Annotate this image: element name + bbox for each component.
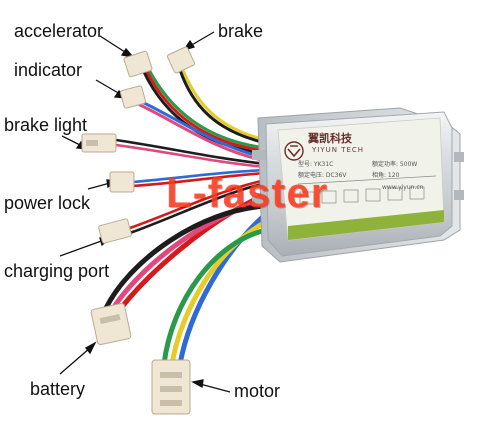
brand-name-english: YIYUN TECH	[312, 146, 365, 154]
connector-details	[86, 140, 182, 406]
phase-angle-spec: 相角: 120	[372, 172, 400, 179]
power-lock-label: power lock	[4, 193, 91, 213]
accelerator-connector	[123, 50, 153, 78]
charging-port-label: charging port	[4, 261, 110, 281]
voltage-spec: 额定电压: DC36V	[298, 172, 347, 179]
spec-diagram-lines	[297, 175, 437, 205]
wire-bundle	[103, 66, 269, 367]
motor-label: motor	[234, 381, 281, 401]
brand-logo-icon	[284, 141, 304, 161]
battery-label: battery	[30, 379, 86, 399]
power-spec: 额定功率: 500W	[372, 161, 418, 168]
website-text: www.yiyun.cn	[382, 184, 424, 191]
watermark-text: L-faster	[166, 169, 329, 216]
brake-light-connector	[81, 133, 117, 153]
indicator-label: indicator	[14, 60, 83, 80]
motor-arrow	[191, 379, 231, 393]
brake-light-label: brake light	[4, 115, 88, 135]
power-lock-connector	[109, 171, 135, 193]
brake-connector	[166, 46, 196, 74]
indicator-connector	[119, 85, 147, 109]
brake-label: brake	[218, 21, 264, 41]
controller-housing	[252, 107, 464, 263]
charging-port-connector	[98, 218, 132, 244]
battery-connector	[90, 302, 132, 346]
accelerator-arrow	[99, 35, 135, 58]
brake-arrow	[182, 31, 215, 52]
battery-arrow	[59, 341, 97, 375]
accelerator-label: accelerator	[14, 21, 104, 41]
brand-name-chinese: 翼凯科技	[308, 132, 352, 145]
model-spec: 型号: YK31C	[298, 161, 334, 168]
